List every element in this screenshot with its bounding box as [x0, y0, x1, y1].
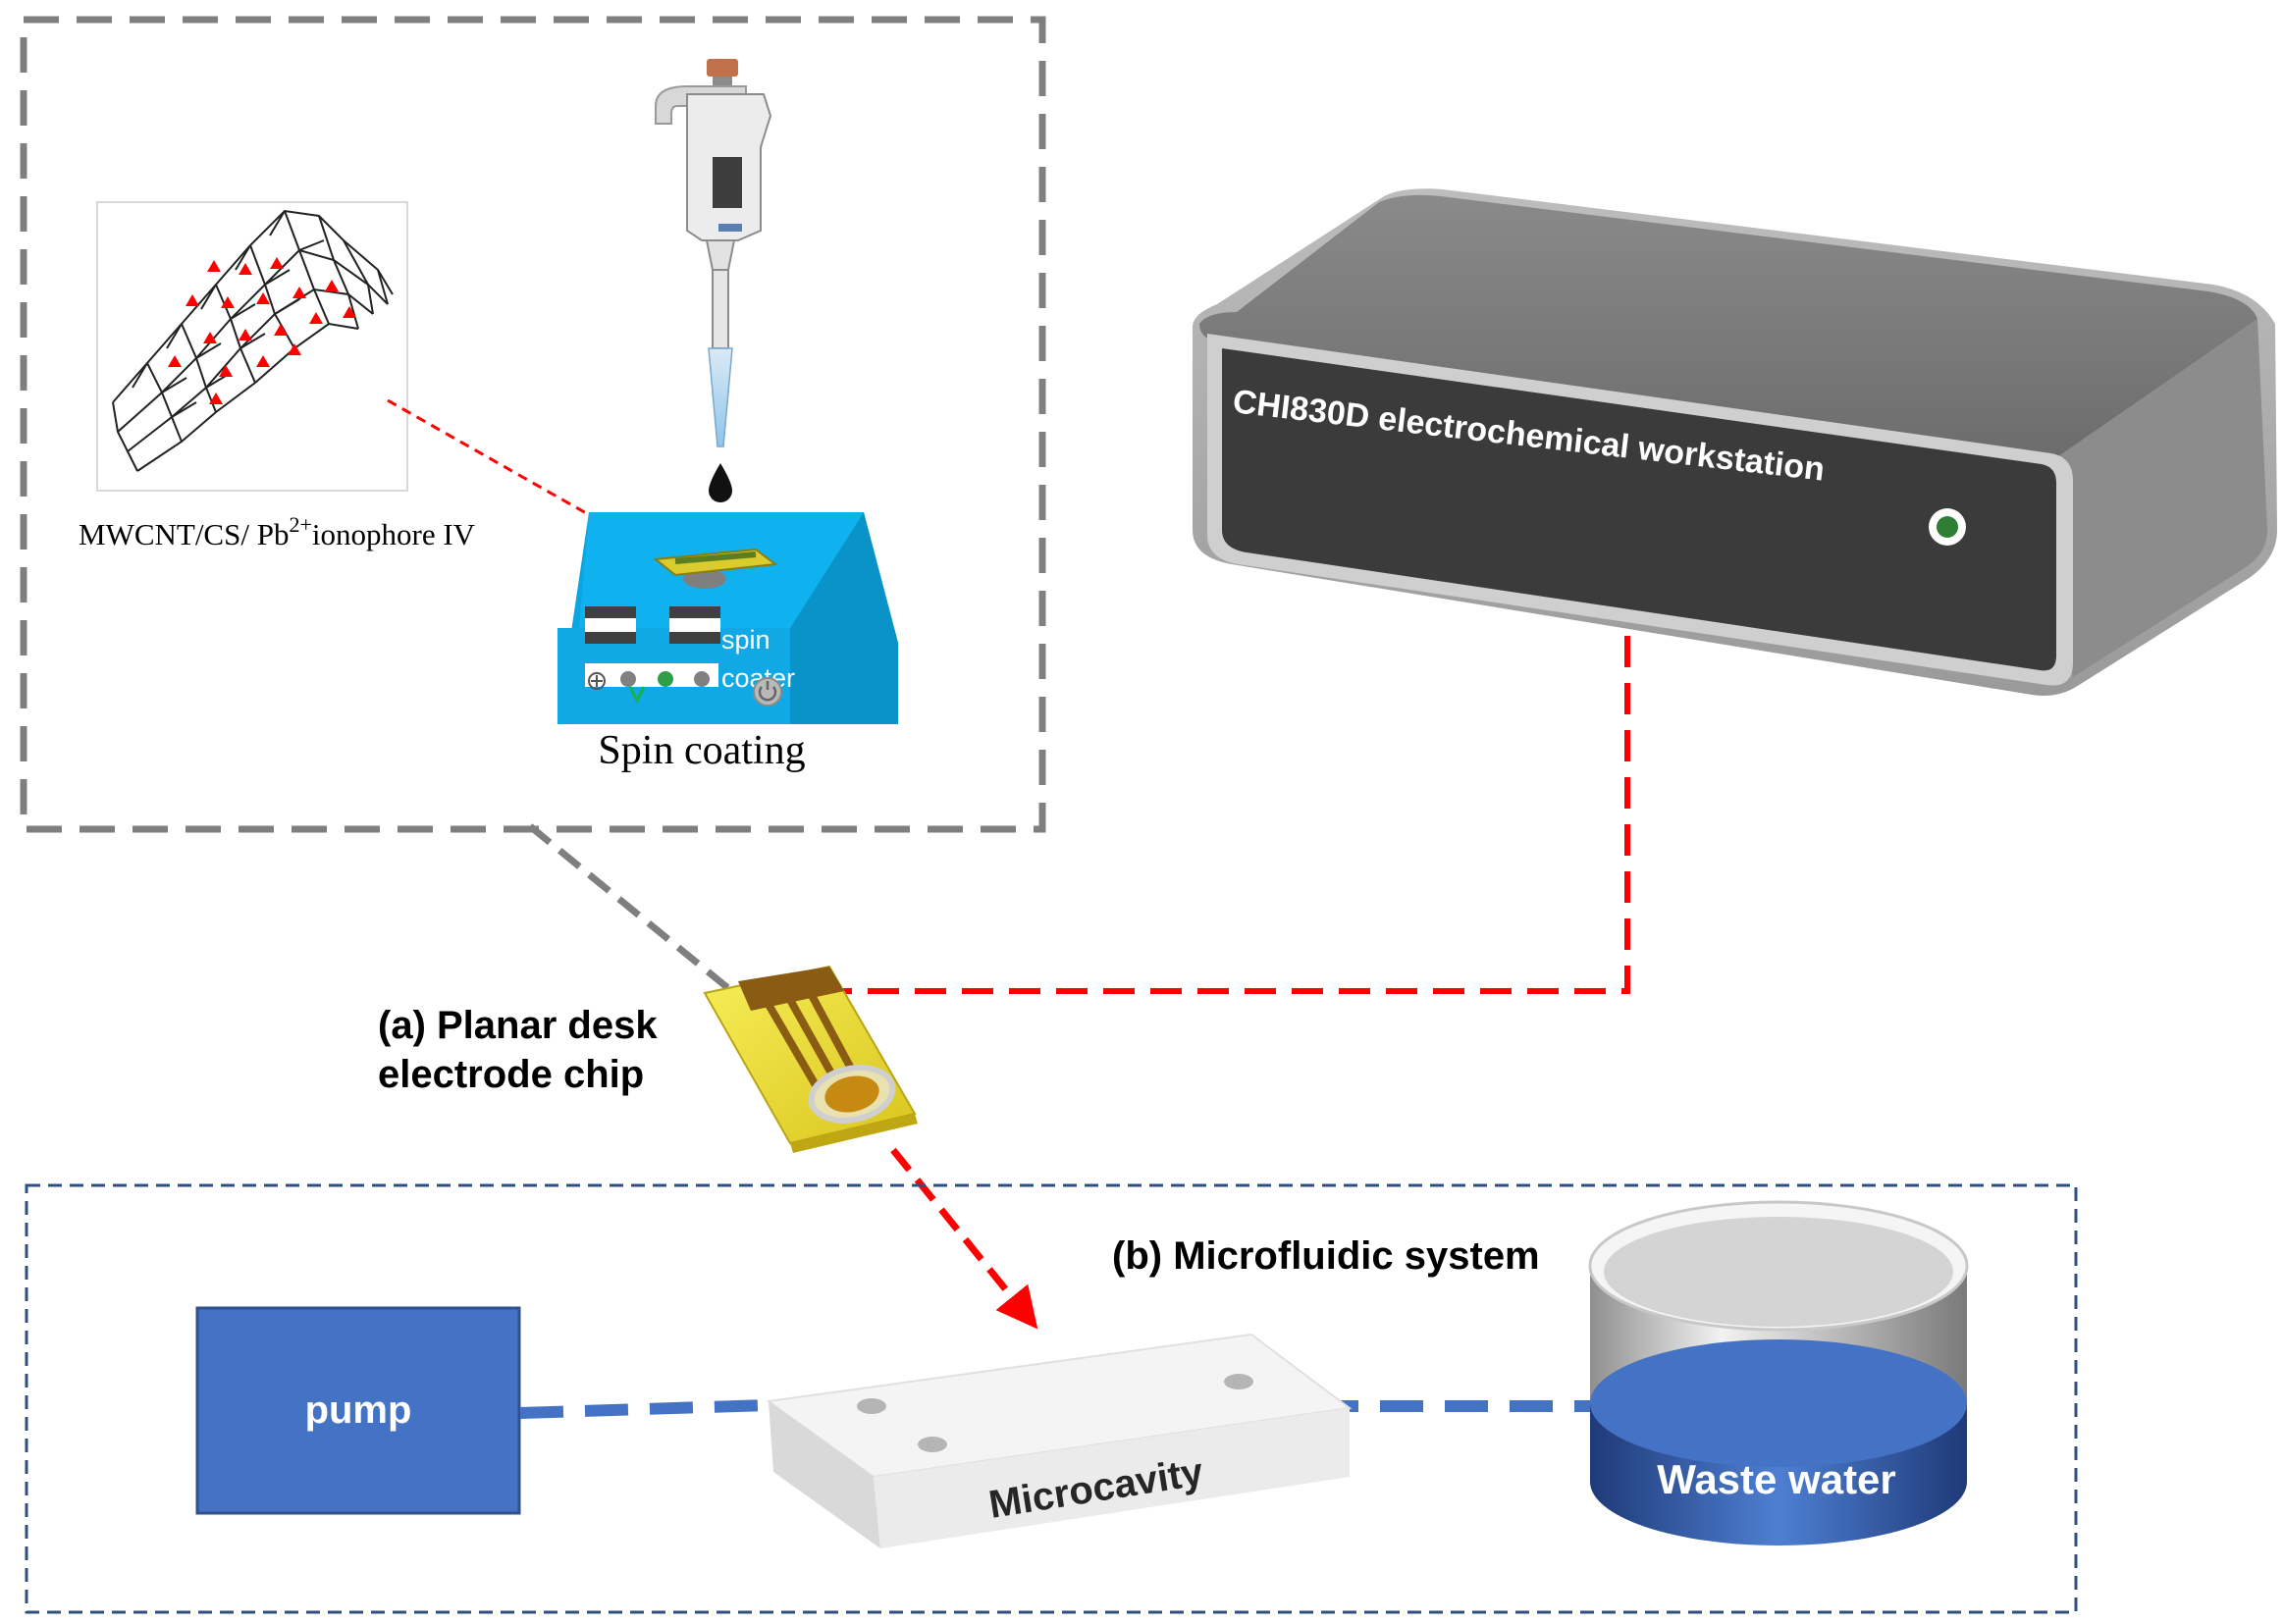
electrode-chip	[703, 965, 918, 1153]
electrode-label-line2: electrode chip	[378, 1053, 644, 1096]
pump-label: pump	[305, 1388, 412, 1432]
pipette-icon	[655, 59, 772, 502]
spin-coater: spin coater	[557, 512, 898, 724]
waste-water-label: Waste water	[1657, 1456, 1896, 1502]
pump: pump	[195, 1306, 521, 1515]
pump-to-microcavity-line	[519, 1399, 769, 1419]
electrode-label-line1: (a) Planar desk	[378, 1004, 658, 1047]
droplet-icon	[709, 463, 732, 502]
power-button-icon[interactable]	[753, 677, 782, 707]
waste-water-container: Waste water	[1588, 1200, 1969, 1545]
signal-connector	[775, 636, 1630, 994]
nanotube-image	[96, 201, 408, 492]
spin-coating-caption: Spin coating	[598, 728, 805, 773]
microcavity: Microcavity	[766, 1333, 1353, 1548]
coater-control-panel: spin coater	[585, 606, 795, 707]
microfluidic-frame	[25, 1183, 2078, 1614]
frame-to-chip-arrow	[527, 823, 847, 1085]
chip-to-microcavity-arrow	[890, 1147, 1038, 1330]
coater-label-line1: spin	[721, 625, 770, 655]
play-button-icon[interactable]	[658, 671, 673, 687]
material-label: MWCNT/CS/ Pb2+ionophore IV	[79, 512, 476, 551]
electrochemical-workstation: CHI830D electrochemical workstation	[1193, 188, 2277, 697]
microfluidic-title: (b) Microfluidic system	[1112, 1234, 1540, 1278]
